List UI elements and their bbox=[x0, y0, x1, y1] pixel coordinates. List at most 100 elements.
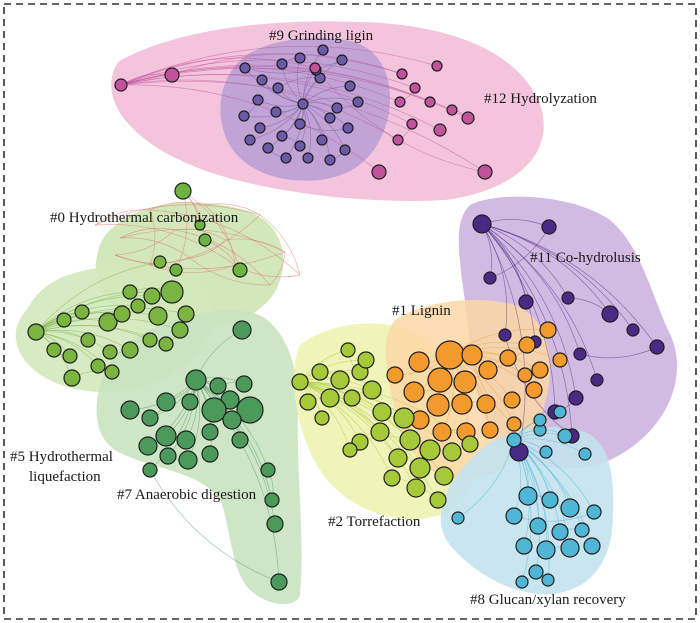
node-c8 bbox=[541, 491, 559, 509]
node-c2 bbox=[393, 407, 415, 429]
node-c9 bbox=[270, 106, 282, 118]
node-c9 bbox=[344, 80, 356, 92]
node-c2 bbox=[314, 410, 330, 426]
node-c1 bbox=[499, 349, 517, 367]
node-c7 bbox=[185, 369, 207, 391]
node-c1 bbox=[432, 422, 452, 442]
node-c8 bbox=[515, 537, 533, 555]
node-c5 bbox=[27, 323, 45, 341]
node-c2 bbox=[429, 491, 447, 509]
node-c1 bbox=[506, 416, 522, 432]
node-c1 bbox=[481, 421, 499, 439]
node-c5 bbox=[160, 280, 184, 304]
node-c7 bbox=[159, 447, 177, 465]
link bbox=[224, 238, 286, 253]
link bbox=[302, 103, 331, 161]
node-c9 bbox=[297, 98, 309, 110]
node-c5 bbox=[104, 364, 120, 380]
link bbox=[114, 254, 191, 264]
link bbox=[149, 209, 156, 266]
node-c11 bbox=[573, 347, 587, 361]
link bbox=[314, 67, 486, 173]
link bbox=[35, 291, 131, 333]
link bbox=[299, 381, 417, 489]
node-c9 bbox=[331, 102, 343, 114]
link bbox=[149, 201, 206, 211]
node-c1 bbox=[517, 367, 533, 383]
node-c2 bbox=[299, 393, 317, 411]
node-c5 bbox=[148, 306, 168, 326]
link bbox=[119, 237, 191, 259]
node-c2 bbox=[330, 370, 350, 390]
node-c12 bbox=[114, 78, 128, 92]
node-c12 bbox=[433, 123, 447, 137]
node-c12 bbox=[394, 96, 406, 108]
label-cluster-5-line1: #5 Hydrothermal bbox=[10, 449, 113, 465]
node-c12 bbox=[164, 67, 180, 83]
node-c11 bbox=[561, 291, 575, 305]
node-c8 bbox=[505, 507, 523, 525]
link bbox=[302, 103, 346, 151]
node-c1 bbox=[525, 381, 543, 399]
node-c8 bbox=[574, 522, 590, 538]
node-c7 bbox=[264, 492, 280, 508]
cluster-labels: #9 Grinding ligin #12 Hydrolyzation #0 H… bbox=[10, 28, 641, 608]
node-c8 bbox=[560, 498, 580, 518]
node-c1 bbox=[478, 360, 498, 380]
link bbox=[149, 469, 280, 583]
node-c9 bbox=[262, 142, 274, 154]
link bbox=[269, 251, 286, 286]
label-cluster-5-line2: liquefaction bbox=[29, 469, 101, 485]
node-c8 bbox=[583, 537, 601, 555]
node-c9 bbox=[324, 112, 336, 124]
node-c9 bbox=[302, 152, 314, 164]
link bbox=[299, 381, 421, 469]
node-c7 bbox=[141, 409, 159, 427]
node-c7 bbox=[156, 392, 176, 412]
node-c9 bbox=[316, 134, 328, 146]
node-c5 bbox=[143, 287, 161, 305]
node-c2 bbox=[320, 388, 340, 408]
node-c2 bbox=[419, 439, 441, 461]
node-c11 bbox=[568, 390, 584, 406]
node-c5 bbox=[122, 284, 138, 300]
node-c12 bbox=[371, 164, 387, 180]
node-c0 bbox=[198, 233, 212, 247]
node-c5 bbox=[130, 298, 146, 314]
node-c12 bbox=[477, 164, 493, 180]
link bbox=[149, 209, 301, 276]
link bbox=[259, 214, 301, 276]
node-c1 bbox=[403, 381, 425, 403]
node-c12 bbox=[431, 60, 443, 72]
node-c9 bbox=[336, 54, 348, 66]
link bbox=[299, 381, 399, 459]
link bbox=[481, 223, 658, 348]
link bbox=[35, 331, 113, 373]
node-c5 bbox=[63, 369, 81, 387]
node-c7 bbox=[181, 393, 199, 411]
node-c11 bbox=[626, 323, 640, 337]
node-c0 bbox=[232, 262, 248, 278]
node-c5 bbox=[158, 336, 174, 352]
node-c8 bbox=[539, 445, 553, 459]
link bbox=[120, 79, 399, 141]
node-c5 bbox=[113, 305, 131, 323]
node-c9 bbox=[276, 58, 288, 70]
node-c9 bbox=[238, 110, 250, 122]
node-c1 bbox=[426, 393, 450, 417]
node-c11 bbox=[498, 328, 512, 342]
node-c11 bbox=[590, 373, 604, 387]
link bbox=[149, 379, 197, 471]
node-c7 bbox=[142, 462, 158, 478]
label-cluster-2: #2 Torrefaction bbox=[328, 514, 421, 530]
node-c5 bbox=[142, 332, 158, 348]
node-c8 bbox=[529, 517, 547, 535]
node-c5 bbox=[121, 341, 139, 359]
node-c2 bbox=[343, 389, 361, 407]
node-c9 bbox=[342, 122, 354, 134]
node-c2 bbox=[342, 442, 358, 458]
node-c2 bbox=[399, 429, 421, 451]
label-cluster-1: #1 Lignin bbox=[392, 303, 451, 319]
node-c9 bbox=[252, 94, 264, 106]
node-c2 bbox=[434, 466, 454, 486]
